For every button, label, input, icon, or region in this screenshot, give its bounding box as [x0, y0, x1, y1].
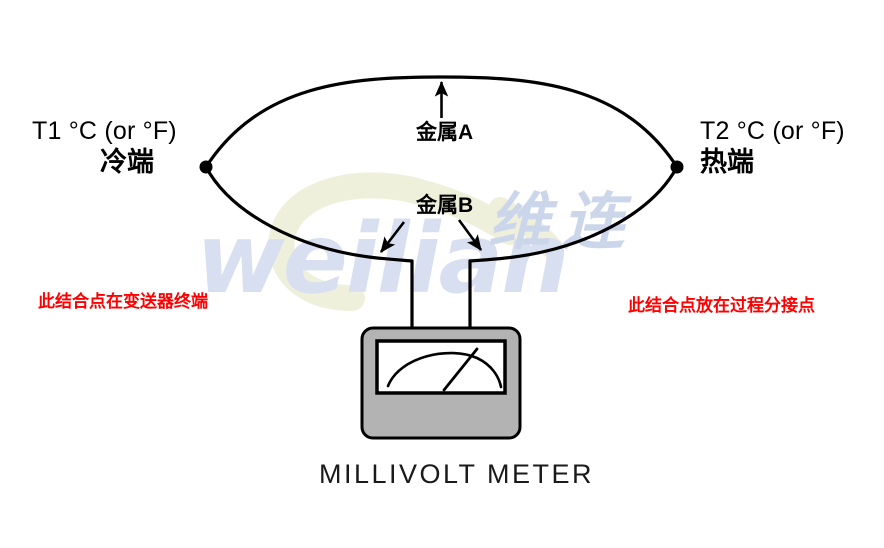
- arrow-to-metal-b-right: [457, 219, 483, 251]
- note-right-junction: 此结合点放在过程分接点: [628, 296, 815, 315]
- wire-metal-a-arc: [204, 75, 679, 169]
- meter-display-face: [375, 339, 507, 395]
- label-metal-b: 金属B: [416, 194, 474, 217]
- note-left-junction: 此结合点在变送器终端: [38, 292, 208, 311]
- watermark-swoosh-tail-icon: [489, 197, 563, 259]
- arrow-to-metal-b-left: [379, 221, 406, 253]
- meter-needle: [442, 347, 479, 392]
- wire-metal-b-left-arc: [204, 165, 414, 263]
- label-metal-a: 金属A: [416, 121, 474, 144]
- junction-dot-right: [670, 160, 684, 174]
- meter-scale-arc: [386, 351, 503, 389]
- label-right-end: 热端: [700, 147, 754, 178]
- junction-dot-left: [199, 160, 213, 174]
- millivolt-meter: [360, 326, 522, 440]
- label-left-temperature: T1 °C (or °F): [32, 117, 177, 145]
- watermark-cn-text: 维连: [488, 185, 636, 258]
- meter-caption: MILLIVOLT METER: [319, 459, 595, 489]
- wire-loop-group: [204, 75, 679, 331]
- label-left-end: 冷端: [100, 147, 154, 178]
- label-left-temperature-group: T1 °C (or °F) 冷端: [32, 118, 177, 177]
- label-right-temperature-group: T2 °C (or °F) 热端: [700, 118, 845, 177]
- wire-metal-b-right-arc: [468, 165, 679, 263]
- watermark-swoosh-icon: [268, 172, 523, 311]
- label-right-temperature: T2 °C (or °F): [700, 117, 845, 145]
